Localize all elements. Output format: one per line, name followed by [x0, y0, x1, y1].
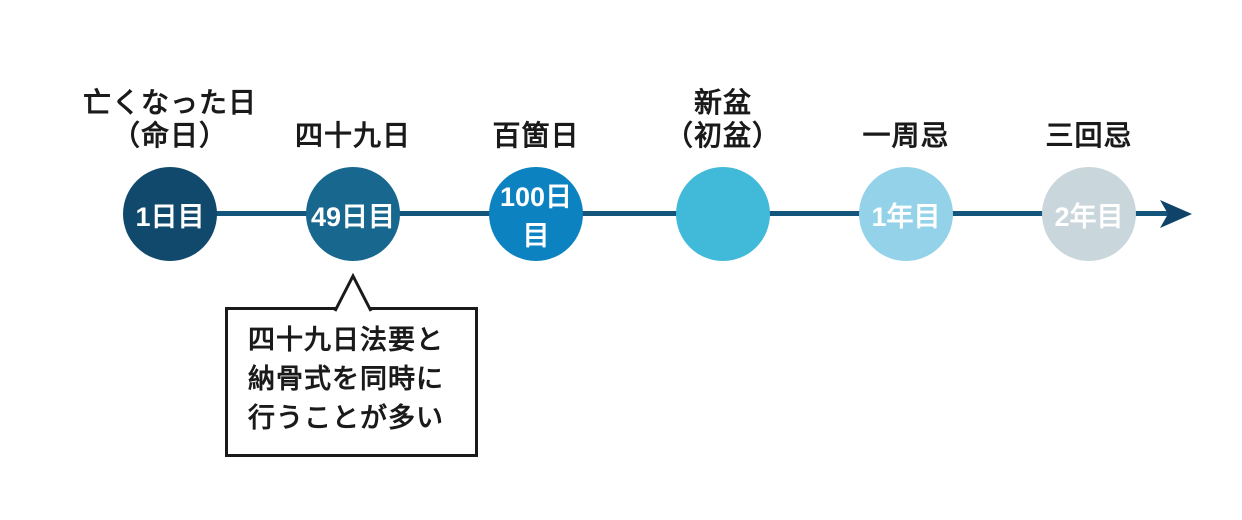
- timeline-event-first-obon: 新盆 （初盆）: [623, 80, 823, 261]
- event-circle-text: 100日目: [499, 182, 573, 251]
- callout-text: 四十九日法要と 納骨式を同時に 行うことが多い: [228, 310, 475, 438]
- timeline-arrowhead-icon: [1160, 200, 1192, 228]
- event-label-line1: 一周忌: [862, 120, 950, 151]
- callout-text-line1: 四十九日法要と: [248, 325, 444, 355]
- event-circle: 49日目: [306, 167, 400, 261]
- event-label: 三回忌: [989, 80, 1189, 152]
- timeline-axis-line: [170, 211, 1172, 216]
- event-circle: 1年目: [859, 167, 953, 261]
- arrowhead-shape: [1160, 200, 1192, 228]
- callout-text-line2: 納骨式を同時に: [248, 364, 444, 394]
- event-label-line1: 四十九日: [294, 120, 411, 151]
- timeline-event-100th-day: 百箇日 100日目: [436, 80, 636, 261]
- event-circle: 2年目: [1042, 167, 1136, 261]
- event-circle-text: 2年目: [1054, 201, 1124, 232]
- event-circle: 1日目: [123, 167, 217, 261]
- timeline-event-third-memorial: 三回忌 2年目: [989, 80, 1189, 261]
- event-label: 亡くなった日 （命日）: [70, 80, 270, 152]
- event-label: 新盆 （初盆）: [623, 80, 823, 152]
- callout-note: 四十九日法要と 納骨式を同時に 行うことが多い: [225, 307, 478, 457]
- callout-text-line3: 行うことが多い: [248, 403, 444, 433]
- callout-pointer-icon: [333, 272, 373, 312]
- event-label-line1: 三回忌: [1045, 120, 1133, 151]
- event-circle-text: 49日目: [310, 201, 396, 232]
- event-circle-text: 1年目: [871, 201, 941, 232]
- event-label-line1: 亡くなった日: [82, 87, 257, 118]
- event-label-line2: （命日）: [111, 120, 228, 151]
- event-circle: 100日目: [489, 167, 583, 261]
- timeline-event-death-day: 亡くなった日 （命日） 1日目: [70, 80, 270, 261]
- event-circle-text: 1日目: [135, 201, 205, 232]
- event-label: 一周忌: [806, 80, 1006, 152]
- event-circle: [676, 167, 770, 261]
- event-label: 四十九日: [253, 80, 453, 152]
- event-label-line1: 新盆: [693, 87, 752, 118]
- event-label-line1: 百箇日: [492, 120, 580, 151]
- callout-pointer-shape: [333, 272, 373, 312]
- timeline-event-first-anniversary: 一周忌 1年目: [806, 80, 1006, 261]
- event-label-line2: （初盆）: [664, 120, 781, 151]
- timeline-event-49th-day: 四十九日 49日目: [253, 80, 453, 261]
- event-label: 百箇日: [436, 80, 636, 152]
